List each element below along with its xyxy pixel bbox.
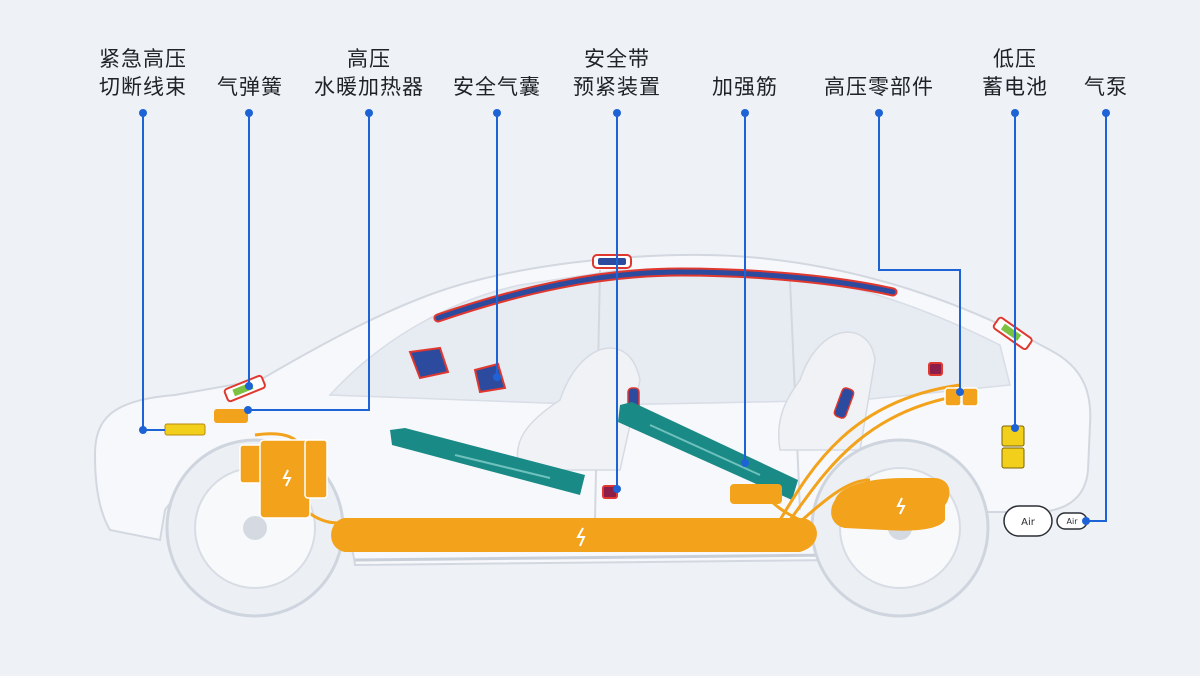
front-hv-unit-bolt [282, 469, 292, 487]
front-hv-unit-a [239, 444, 263, 484]
air-pump-large [1003, 505, 1053, 537]
label-reinforcement: 加强筋 [712, 75, 778, 99]
front-seat [516, 347, 641, 471]
leader-emergency-cut [142, 113, 165, 431]
reinforcement-front-detail [454, 454, 551, 479]
front-hv-unit-c [304, 439, 328, 499]
label-seatbelt: 安全带 预紧装置 [573, 47, 661, 99]
label-gas-spring: 气弹簧 [217, 75, 283, 99]
label-airbag: 安全气囊 [453, 75, 541, 99]
body-sill [354, 553, 841, 562]
rear-seat [778, 331, 876, 451]
airbag-dash [408, 346, 450, 380]
rear-motor [831, 478, 950, 531]
label-hv-parts: 高压零部件 [824, 75, 934, 99]
air-pump-large-text: Air [1021, 517, 1036, 528]
curtain-airbag-core [435, 269, 896, 321]
traction-battery-bolt [576, 527, 586, 547]
rear-motor-bolt [896, 497, 906, 515]
hv-water-heater [214, 409, 248, 423]
label-lv-battery: 低压 蓄电池 [982, 47, 1048, 99]
airbag-rear-side [833, 387, 855, 419]
label-hv-heater: 高压 水暖加热器 [314, 47, 424, 99]
rear-hv-box [730, 484, 782, 504]
leader-dots [139, 109, 1110, 525]
gas-spring-rear-core [1000, 323, 1022, 341]
seatbelt-pretensioner-rear [928, 362, 943, 376]
leader-air-pump [1086, 113, 1107, 522]
hv-part-rear-b [961, 387, 979, 407]
label-emergency-cut: 紧急高压 切断线束 [99, 47, 187, 99]
air-pump-small-text: Air [1067, 517, 1079, 526]
emergency-cut-harness [164, 423, 206, 436]
traction-battery [331, 518, 817, 552]
seatbelt-pretensioner-top-core [598, 258, 626, 265]
reinforcement-front [390, 428, 585, 495]
leader-hv-parts [878, 113, 961, 392]
reinforcement-rear-detail [649, 424, 761, 476]
label-air-pump: 气泵 [1084, 75, 1128, 99]
lv-battery-bottom [1001, 447, 1025, 469]
leader-hv-heater [248, 113, 370, 411]
